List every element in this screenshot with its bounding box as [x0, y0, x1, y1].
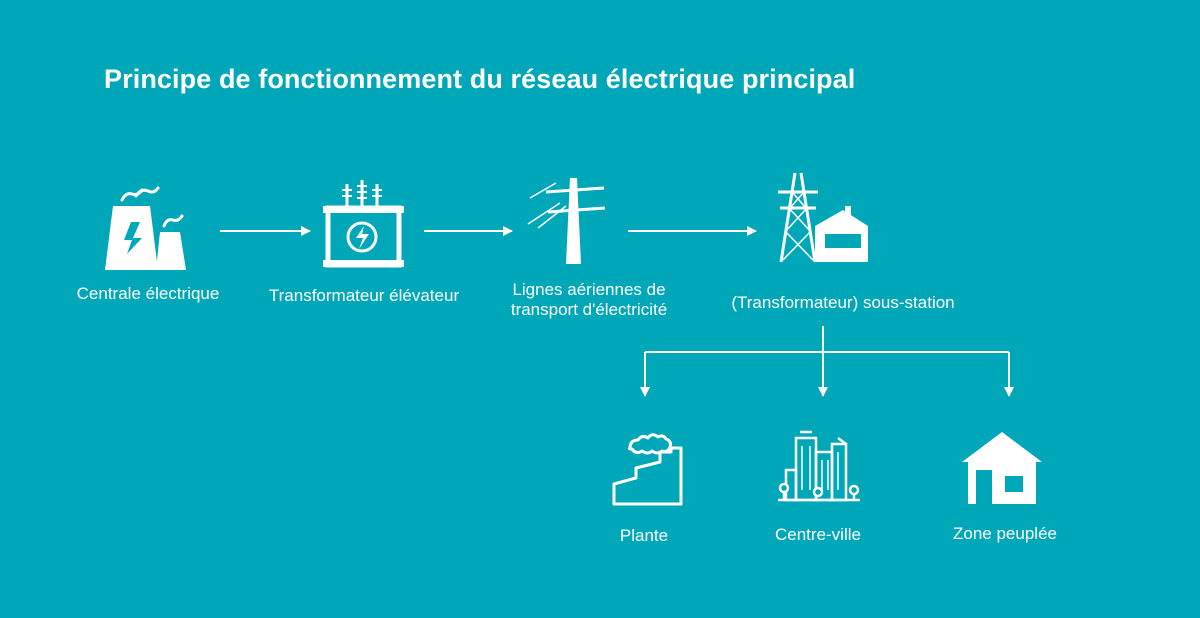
step-up-transformer-label: Transformateur élévateur [268, 286, 460, 305]
substation-icon [778, 172, 868, 263]
factory-label: Plante [619, 526, 669, 545]
substation-label: (Transformateur) sous-station [731, 293, 955, 312]
factory-icon [612, 433, 683, 506]
transmission-lines-label-line2: transport d'électricité [510, 300, 668, 319]
power-plant-label: Centrale électrique [76, 284, 220, 303]
residential-label: Zone peuplée [953, 524, 1057, 543]
house-icon [962, 432, 1042, 504]
city-icon [778, 430, 860, 502]
power-plant-icon [105, 186, 186, 270]
city-center-label: Centre-ville [775, 525, 861, 544]
transmission-pole-icon [527, 178, 606, 264]
diagram-title: Principe de fonctionnement du réseau éle… [104, 64, 856, 94]
distribution-connector [640, 326, 1014, 397]
transmission-lines-label-line1: Lignes aériennes de [512, 280, 666, 299]
transformer-icon [323, 180, 404, 268]
